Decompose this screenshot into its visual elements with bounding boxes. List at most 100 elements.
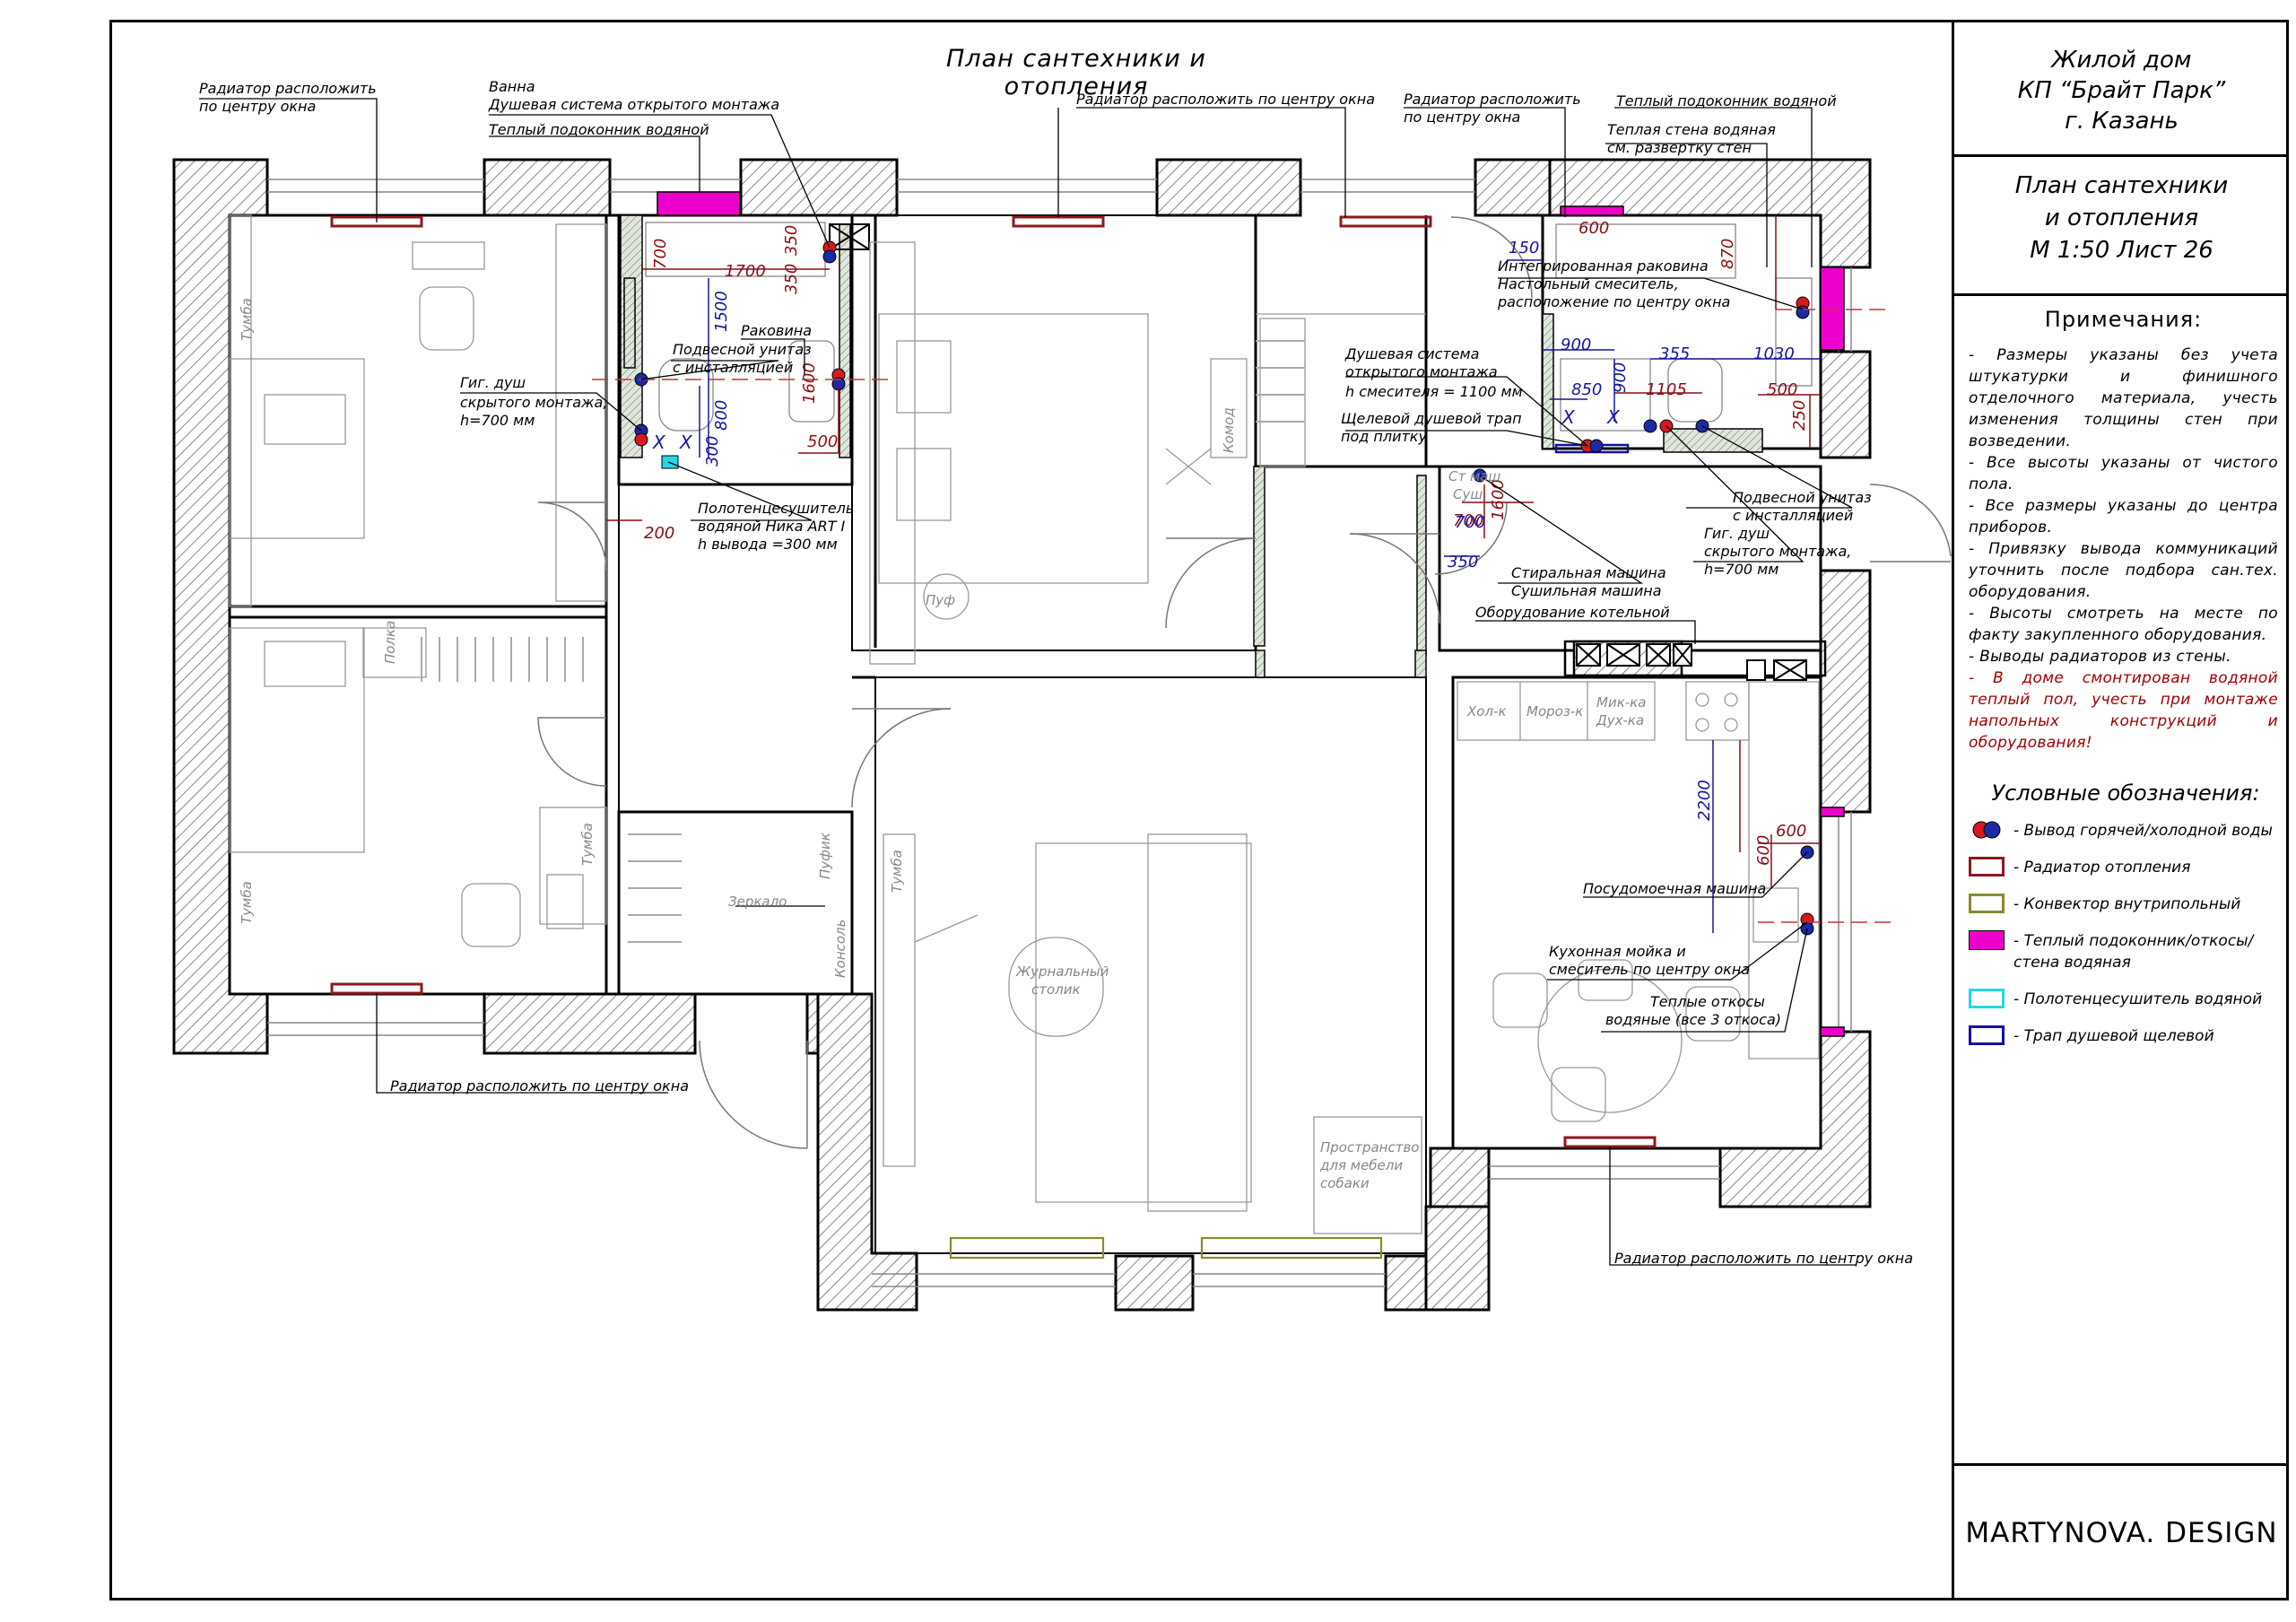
- svg-text:200: 200: [644, 524, 674, 543]
- svg-text:350: 350: [1448, 553, 1478, 571]
- bedroom-furniture: [229, 214, 1426, 947]
- svg-text:350: 350: [782, 225, 801, 256]
- svg-text:скрытого монтажа,: скрытого монтажа,: [1704, 543, 1851, 560]
- svg-text:Хол-к: Хол-к: [1466, 703, 1507, 719]
- svg-text:800: 800: [712, 400, 731, 431]
- dims-blue: 1500 800 300 150 900 900 850 355 1030 70…: [703, 239, 1795, 821]
- dims-red: 700 1700 350 350 1600 500 200 600 870 11…: [644, 219, 1809, 866]
- svg-text:Настольный смеситель,: Настольный смеситель,: [1498, 275, 1679, 292]
- svg-text:Раковина: Раковина: [741, 322, 812, 339]
- sheet-title: План сантехники и отопления: [946, 45, 1206, 100]
- svg-text:2200: 2200: [1695, 780, 1714, 821]
- svg-text:1700: 1700: [725, 262, 766, 281]
- svg-text:Зеркало: Зеркало: [728, 894, 787, 910]
- notes: Примечания: - Размеры указаны без учета …: [1969, 307, 2278, 754]
- bath-right: [1555, 223, 1813, 432]
- svg-text:Мороз-к: Мороз-к: [1526, 703, 1583, 719]
- warm-sill-icon: [1969, 930, 2005, 950]
- svg-text:h вывода =300 мм: h вывода =300 мм: [698, 536, 838, 553]
- svg-text:Оборудование котельной: Оборудование котельной: [1475, 604, 1670, 621]
- windows: [267, 179, 1852, 1287]
- sheet-line: и отопления: [2044, 205, 2199, 231]
- svg-text:Интегрированная раковина: Интегрированная раковина: [1498, 257, 1709, 275]
- svg-text:Радиатор расположить: Радиатор расположить: [199, 80, 377, 97]
- svg-text:1500: 1500: [712, 291, 731, 332]
- boiler-boxes: [1576, 643, 1807, 681]
- svg-text:600: 600: [1578, 219, 1609, 238]
- svg-text:600: 600: [1776, 822, 1806, 841]
- svg-text:Пуф: Пуф: [926, 592, 955, 608]
- svg-text:700: 700: [651, 239, 670, 269]
- svg-text:Мик-ка: Мик-ка: [1596, 694, 1646, 711]
- svg-text:250: 250: [1790, 400, 1809, 431]
- svg-text:Консоль: Консоль: [832, 920, 848, 979]
- svg-text:355: 355: [1659, 344, 1690, 363]
- svg-text:Душевая система открытого монт: Душевая система открытого монтажа: [488, 96, 779, 113]
- svg-text:Полотенцесушитель: Полотенцесушитель: [698, 500, 854, 517]
- axis-lines: [592, 309, 1892, 923]
- svg-text:расположение по центру окна: расположение по центру окна: [1497, 293, 1730, 310]
- svg-text:Ст маш: Ст маш: [1448, 468, 1500, 484]
- sheet-line: План сантехники: [2014, 172, 2229, 199]
- svg-text:900: 900: [1561, 336, 1591, 354]
- svg-text:1105: 1105: [1646, 380, 1687, 399]
- legend-label: - Полотенцесушитель водяной: [2013, 990, 2263, 1008]
- legend: Условные обозначения: - Вывод горячей/хо…: [1969, 780, 2283, 1062]
- studio-logo: MARTYNOVA. DESIGN: [1954, 1463, 2289, 1600]
- furniture-labels: Тумба Полка Тумба Тумба Тумба Комод Пуф …: [239, 298, 1646, 1191]
- dim-lines: [606, 215, 1821, 933]
- living-furniture: [883, 833, 1422, 1260]
- svg-text:X: X: [1561, 406, 1576, 428]
- warm-sills: [657, 191, 1845, 1037]
- legend-item-towel: - Полотенцесушитель водяной: [1969, 989, 2283, 1010]
- svg-text:по центру окна: по центру окна: [1404, 109, 1520, 126]
- svg-text:X: X: [652, 432, 666, 453]
- note-item: - Высоты смотреть на месте по факту заку…: [1969, 605, 2278, 644]
- note-warning: - В доме смонтирован водяной теплый пол,…: [1969, 669, 2278, 752]
- sheet-line: М 1:50 Лист 26: [2030, 237, 2213, 264]
- svg-text:Гиг. душ: Гиг. душ: [1704, 525, 1770, 542]
- sheet-info: План сантехники и отопления М 1:50 Лист …: [1954, 157, 2289, 296]
- svg-text:Тумба: Тумба: [239, 298, 255, 341]
- leader-lines: [199, 98, 1857, 1266]
- svg-text:водяные (все 3 откоса): водяные (все 3 откоса): [1605, 1011, 1781, 1028]
- svg-text:900: 900: [1611, 362, 1630, 393]
- water-outlet-icon: [1969, 820, 2005, 840]
- legend-label: - Радиатор отопления: [2013, 859, 2191, 876]
- svg-text:Кухонная мойка и: Кухонная мойка и: [1549, 943, 1686, 960]
- svg-text:Посудомоечная машина: Посудомоечная машина: [1583, 880, 1766, 897]
- svg-text:Теплый подоконник водяной: Теплый подоконник водяной: [1616, 92, 1837, 109]
- svg-text:Тумба: Тумба: [239, 881, 255, 924]
- note-item: - Все размеры указаны до центра приборов…: [1969, 497, 2278, 536]
- x-marks: X X X X: [652, 406, 1621, 453]
- svg-text:Щелевой душевой трап: Щелевой душевой трап: [1341, 410, 1522, 427]
- svg-text:300: 300: [703, 436, 722, 467]
- svg-text:Радиатор расположить: Радиатор расположить: [1404, 91, 1581, 108]
- svg-text:Сушильная машина: Сушильная машина: [1511, 582, 1662, 599]
- legend-title: Условные обозначения:: [1991, 780, 2260, 806]
- svg-text:с инсталляцией: с инсталляцией: [1733, 507, 1853, 524]
- svg-text:h=700 мм: h=700 мм: [1704, 561, 1779, 578]
- towel-dryer-mark: [661, 455, 679, 469]
- radiator-icon: [1969, 857, 2005, 876]
- svg-text:X: X: [1606, 406, 1621, 428]
- note-item: - Привязку вывода коммуникаций уточнить …: [1969, 540, 2278, 601]
- svg-text:Полка: Полка: [382, 621, 398, 664]
- svg-text:Пуфик: Пуфик: [817, 833, 833, 879]
- drawing-frame: [109, 20, 2289, 1600]
- svg-text:1600: 1600: [1489, 479, 1508, 520]
- svg-text:собаки: собаки: [1320, 1175, 1370, 1191]
- note-item: - Размеры указаны без учета штукатурки и…: [1969, 346, 2278, 450]
- shower-drain-icon: [1969, 1025, 2005, 1045]
- svg-text:столик: столик: [1031, 981, 1081, 998]
- notes-title: Примечания:: [2044, 307, 2203, 332]
- svg-text:с инсталляцией: с инсталляцией: [673, 359, 793, 376]
- project-info: Жилой дом КП “Брайт Парк” г. Казань: [1954, 20, 2289, 157]
- svg-text:700: 700: [1453, 511, 1483, 530]
- svg-text:Подвесной унитаз: Подвесной унитаз: [673, 341, 812, 358]
- svg-text:по центру окна: по центру окна: [199, 98, 316, 115]
- svg-text:Дух-ка: Дух-ка: [1596, 712, 1644, 728]
- svg-text:1600: 1600: [800, 362, 819, 404]
- svg-text:Душевая система: Душевая система: [1344, 345, 1479, 362]
- svg-text:смеситель по центру окна: смеситель по центру окна: [1549, 961, 1750, 978]
